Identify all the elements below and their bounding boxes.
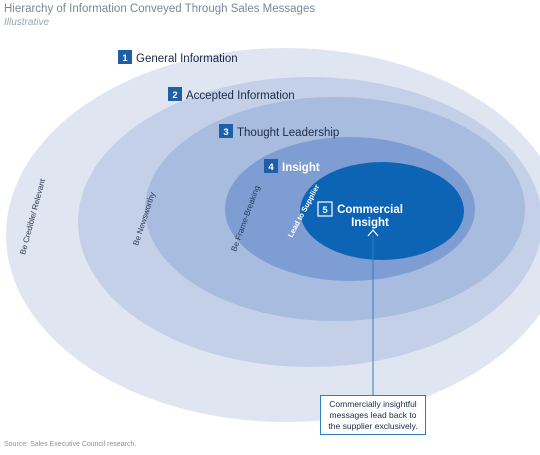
level-4-label: 4 Insight xyxy=(264,159,320,174)
level-5-ellipse xyxy=(300,162,464,260)
level-2-text: Accepted Information xyxy=(186,90,295,102)
source-note: Source: Sales Executive Council research… xyxy=(4,441,137,448)
level-1-text: General Information xyxy=(136,53,238,65)
level-3-number-box xyxy=(219,124,233,138)
level-1-label: 1 General Information xyxy=(118,50,238,65)
callout-text: Commercially insightful messages lead ba… xyxy=(328,399,418,431)
level-4-number: 4 xyxy=(268,162,274,173)
level-3-label: 3 Thought Leadership xyxy=(219,124,339,139)
diagram-title: Hierarchy of Information Conveyed Throug… xyxy=(4,3,316,15)
diagram-subtitle: Illustrative xyxy=(4,17,50,28)
callout-arrowhead-icon xyxy=(367,229,379,237)
level-5-number-box xyxy=(317,201,333,217)
level-5-number: 5 xyxy=(322,205,328,216)
level-3-number: 3 xyxy=(223,127,228,138)
level-2-number: 2 xyxy=(172,90,177,101)
level-4-number-box xyxy=(264,159,278,173)
level-2-number-box xyxy=(168,87,182,101)
level-3-text: Thought Leadership xyxy=(237,127,339,139)
callout-box: Commercially insightful messages lead ba… xyxy=(320,395,426,435)
level-2-label: 2 Accepted Information xyxy=(168,87,295,102)
level-1-number: 1 xyxy=(122,53,128,64)
level-1-number-box xyxy=(118,50,132,64)
level-4-text: Insight xyxy=(282,162,320,174)
